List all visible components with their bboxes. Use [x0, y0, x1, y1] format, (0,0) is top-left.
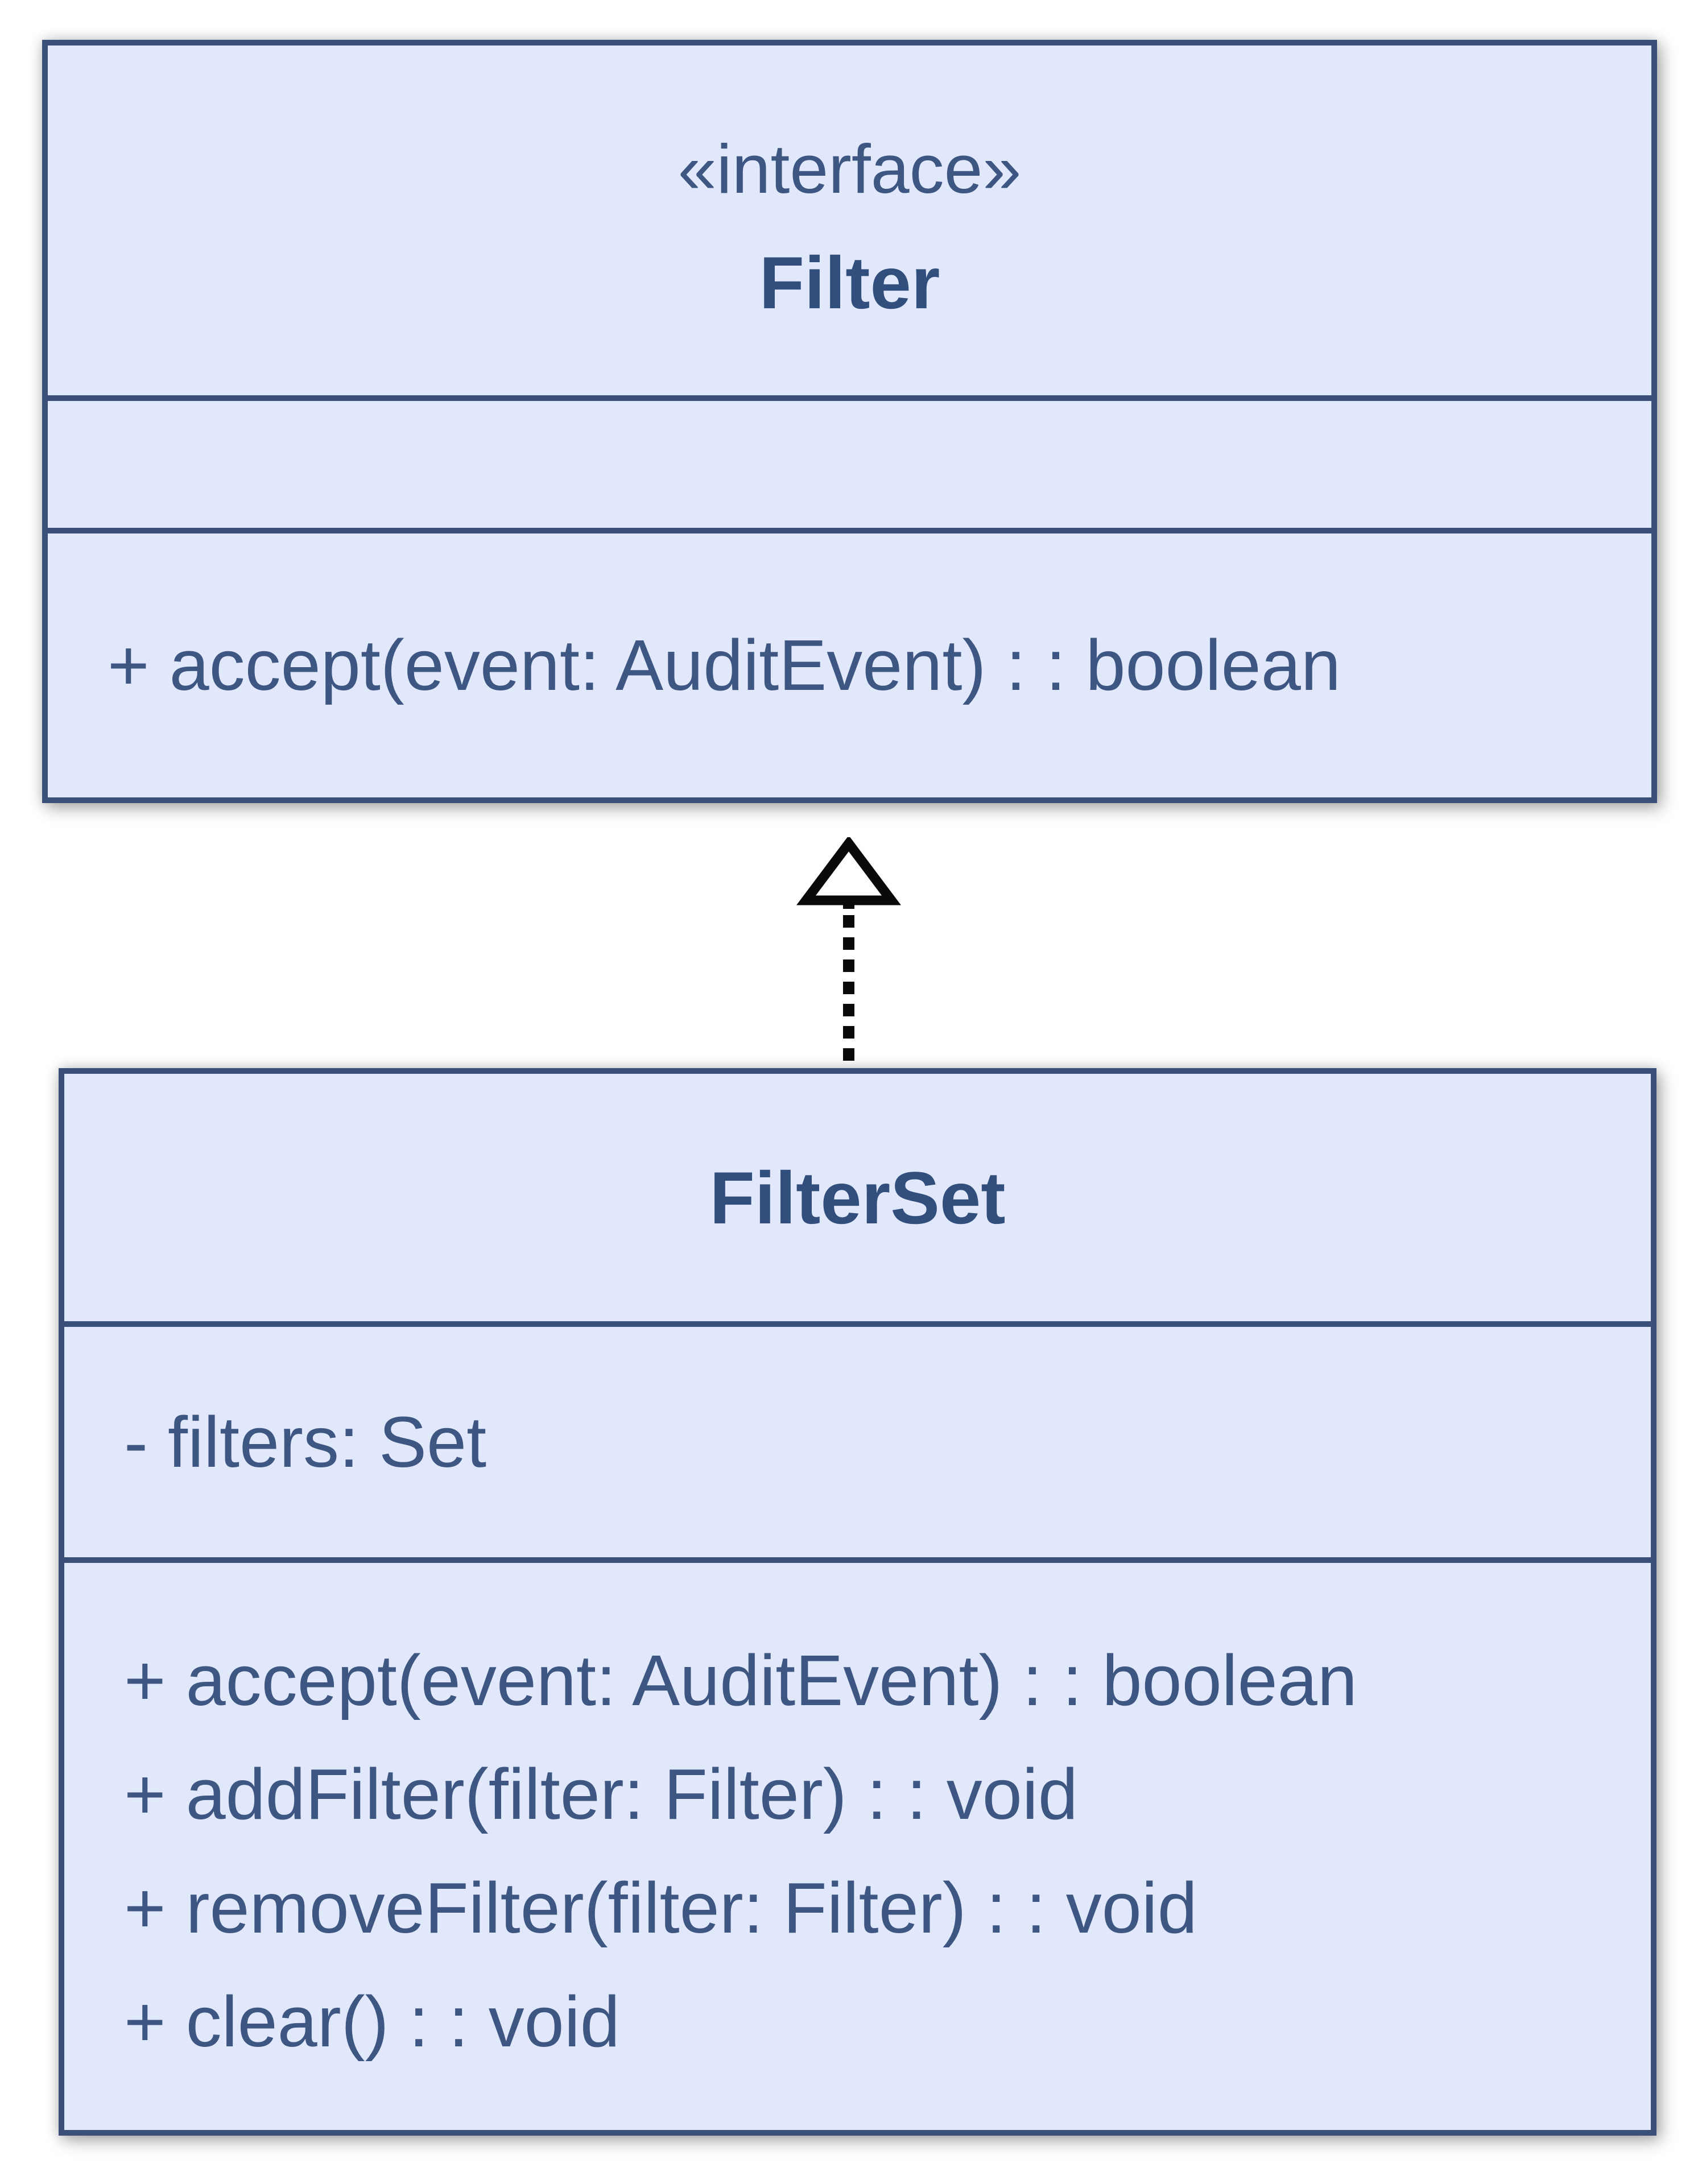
class-box-filterset: FilterSet - filters: Set + accept(event:…	[59, 1068, 1656, 2136]
filter-stereotype: «interface»	[678, 130, 1022, 208]
filterset-methods-compartment: + accept(event: AuditEvent) : : boolean +…	[64, 1557, 1651, 2130]
filter-attributes-compartment	[48, 395, 1651, 528]
realization-arrow-icon	[795, 835, 903, 1068]
filter-methods-compartment: + accept(event: AuditEvent) : : boolean	[48, 528, 1651, 797]
member-line: + removeFilter(filter: Filter) : : void	[124, 1867, 1197, 1948]
filterset-attributes-compartment: - filters: Set	[64, 1321, 1651, 1557]
member-line: + addFilter(filter: Filter) : : void	[124, 1753, 1078, 1834]
member-line: + clear() : : void	[124, 1981, 620, 2062]
member-line: + accept(event: AuditEvent) : : boolean	[108, 625, 1341, 705]
filter-header-compartment: «interface» Filter	[48, 46, 1651, 395]
filterset-class-name: FilterSet	[709, 1156, 1006, 1239]
arrow-hollow-triangle	[796, 835, 901, 905]
class-box-filter: «interface» Filter + accept(event: Audit…	[42, 40, 1657, 803]
member-line: + accept(event: AuditEvent) : : boolean	[124, 1640, 1357, 1720]
member-line: - filters: Set	[124, 1401, 487, 1482]
realization-arrow-svg	[796, 835, 901, 1068]
filter-class-name: Filter	[759, 241, 940, 324]
filterset-header-compartment: FilterSet	[64, 1074, 1651, 1321]
